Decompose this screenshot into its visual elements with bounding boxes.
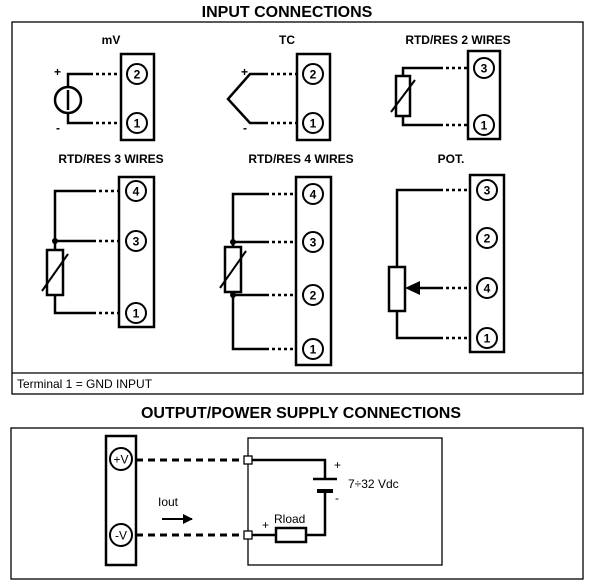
pot-pin-label: 1 [484,332,491,346]
tc-label: TC [279,33,295,47]
rload-label: Rload [274,512,305,526]
rtd-4wire-label: RTD/RES 4 WIRES [248,152,353,166]
tc-pin-label: 1 [310,117,317,131]
terminal-minus-v [109,523,133,547]
terminal-minus-v-label: -V [115,529,127,543]
supply-minus-sign: - [335,491,339,505]
load-plus-sign: + [262,518,269,532]
pot-label: POT. [438,152,465,166]
rtd-4wire-pin-label: 1 [310,343,317,357]
mv-plus-sign: + [54,65,61,79]
pot-terminal-block [468,173,506,354]
output-section: +V -V + 7÷32 Vdc - + Rload Iout [104,434,443,567]
supply-voltage-label: 7÷32 Vdc [348,477,399,491]
mv-pin-label: 1 [134,117,141,131]
tc-pin-label: 2 [310,68,317,82]
rtd-3wire-section: RTD/RES 3 WIRES 4 3 1 [41,152,164,329]
rtd-3wire-pin-label: 3 [133,235,140,249]
tc-plus-sign: + [241,65,248,79]
rtd-4wire-pin-label: 4 [310,188,317,202]
pot-pin-label: 4 [484,282,491,296]
rtd-2wire-label: RTD/RES 2 WIRES [405,33,510,47]
input-connections-title: INPUT CONNECTIONS [202,4,373,21]
wiper-arrow-icon [405,281,420,295]
rload-resistor-icon [274,526,308,544]
supply-plus-sign: + [334,458,341,472]
rtd-2wire-pin-label: 1 [481,119,488,133]
rtd-3wire-label: RTD/RES 3 WIRES [58,152,163,166]
tc-section: TC 2 1 + - [226,33,332,142]
rtd-2wire-pin-label: 3 [481,62,488,76]
terminal-plus-v-label: +V [113,453,128,467]
rtd-4wire-terminal-block [294,175,333,367]
mv-pin-label: 2 [134,68,141,82]
output-panel-frame [10,427,584,580]
rtd-3wire-terminal-block [117,175,156,329]
pot-pin-label: 3 [484,184,491,198]
pot-section: POT. 3 2 4 1 [387,152,506,354]
tc-minus-sign: - [243,121,247,135]
rtd-4wire-section: RTD/RES 4 WIRES 4 3 2 1 [219,152,354,367]
mv-minus-sign: - [56,121,60,135]
rtd-4wire-pin-label: 3 [310,236,317,250]
potentiometer-icon [387,265,407,313]
pot-pin-label: 2 [484,232,491,246]
mv-section: mV 2 1 + - [53,33,156,142]
iout-label: Iout [158,495,179,509]
rtd-4wire-pin-label: 2 [310,289,317,303]
rtd-3wire-pin-label: 1 [133,307,140,321]
rtd-2wire-section: RTD/RES 2 WIRES 3 1 [390,33,511,141]
thermocouple-icon [226,72,265,125]
input-panel-frame [11,21,584,395]
mv-label: mV [102,33,121,47]
terminal-gnd-note: Terminal 1 = GND INPUT [17,377,153,391]
load-box [247,437,443,566]
output-connections-title: OUTPUT/POWER SUPPLY CONNECTIONS [141,405,461,422]
terminal-plus-v [109,447,133,471]
rtd-3wire-pin-label: 4 [133,185,140,199]
